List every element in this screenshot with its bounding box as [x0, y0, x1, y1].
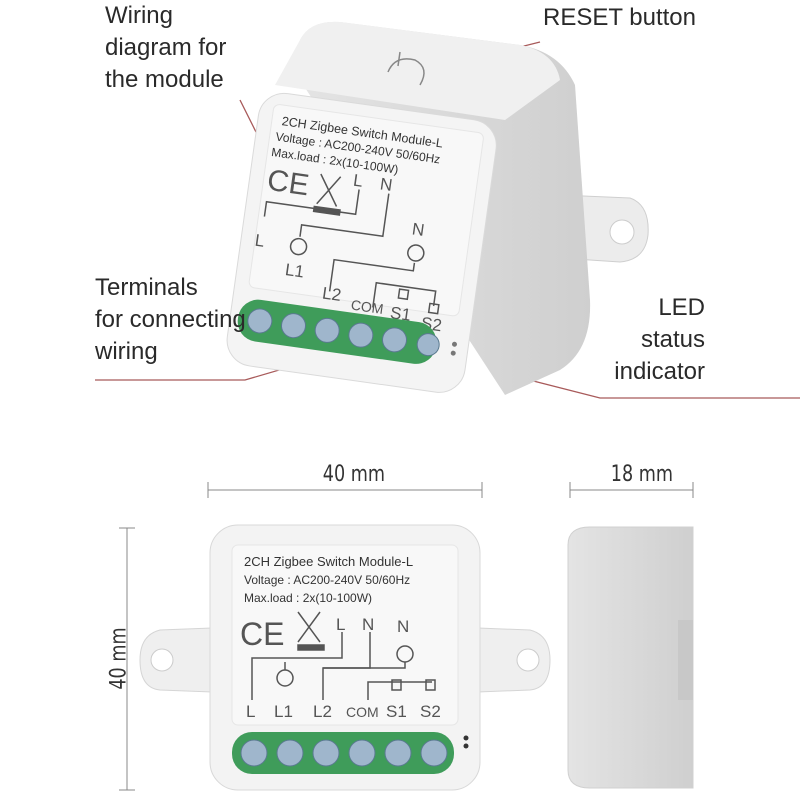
left-mounting-tab [139, 627, 213, 693]
terminal-screws [240, 739, 448, 767]
diagram-label-l: L [352, 171, 364, 191]
module-front-face: 2CH Zigbee Switch Module-L Voltage : AC2… [226, 92, 497, 393]
reset-button-icon [387, 58, 425, 86]
diagram-label-terminal: L [246, 702, 255, 721]
diagram-label-l: L [336, 615, 345, 634]
module-side-view [567, 526, 694, 789]
callout-reset-button: RESET button [543, 2, 696, 34]
label-voltage: Voltage : AC200-240V 50/60Hz [244, 573, 410, 587]
label-title: 2CH Zigbee Switch Module-L [244, 554, 413, 569]
callout-line: Wiring [105, 2, 174, 29]
mounting-hole [609, 219, 635, 245]
callout-line: wiring [95, 338, 158, 365]
callout-line: LED [658, 294, 705, 321]
diagram-label-terminal: S1 [386, 702, 407, 721]
right-mounting-tab [477, 627, 551, 693]
callout-led-indicator: LED status indicator [614, 292, 705, 388]
depth-dimension-label: 18 mm [610, 462, 674, 487]
callout-wiring-diagram: Wiring diagram for the module [105, 0, 226, 96]
diagram-label-terminal: COM [346, 704, 379, 720]
diagram-label-terminal: L2 [313, 702, 332, 721]
diagram-label-terminal: L2 [321, 283, 342, 304]
diagram-label-n: N [362, 615, 374, 634]
callout-terminals: Terminals for connecting wiring [95, 272, 246, 368]
width-dimension-label: 40 mm [322, 462, 386, 487]
diagram-label-terminal: S2 [420, 702, 441, 721]
diagram-label-terminal: L1 [274, 702, 293, 721]
led-indicator [451, 341, 457, 347]
module-body-top [275, 21, 560, 120]
wiring-diagram [251, 611, 436, 700]
wiring-diagram [263, 173, 440, 315]
diagram-label-lamp-n: N [397, 617, 409, 636]
diagram-label-lamp-n: N [411, 219, 426, 240]
diagram-label-terminal: L [254, 231, 266, 251]
callout-line: RESET button [543, 4, 696, 31]
callout-line: diagram for [105, 34, 227, 61]
diagram-label-terminal: COM [350, 297, 385, 317]
terminal-screws [247, 308, 440, 357]
ce-mark: CE [265, 164, 311, 202]
callout-line: status [640, 326, 705, 353]
callout-line: Terminals [95, 274, 198, 301]
diagram-label-terminal: L1 [284, 260, 305, 281]
callout-line: for connecting [95, 306, 246, 333]
module-front-view: 2CH Zigbee Switch Module-L Voltage : AC2… [209, 524, 481, 791]
label-load: Max.load : 2x(10-100W) [244, 591, 372, 605]
height-dimension-label: 40 mm [106, 627, 132, 690]
callout-line: the module [105, 66, 224, 93]
diagram-label-n: N [379, 174, 394, 195]
ce-mark: CE [240, 616, 284, 652]
callout-line: indicator [614, 358, 705, 385]
led-indicator [463, 735, 469, 741]
